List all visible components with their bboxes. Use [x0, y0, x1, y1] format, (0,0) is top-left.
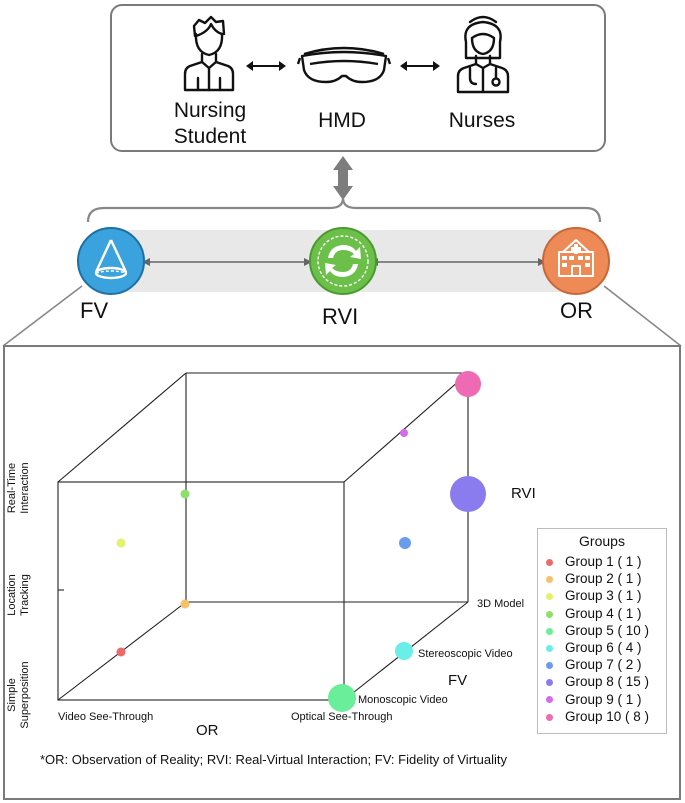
groups-legend: Groups Group 1 ( 1 ) Group 2 ( 1 ) Group…: [537, 528, 667, 734]
nurses-label: Nurses: [448, 109, 516, 132]
legend-item-group-9: Group 9 ( 1 ): [538, 691, 666, 708]
double-arrow-icon: [246, 61, 286, 71]
hmd-headset-icon: [296, 46, 392, 84]
group-4-point: [180, 489, 190, 499]
legend-item-group-7: Group 7 ( 2 ): [538, 656, 666, 673]
group-8-point: [450, 476, 486, 512]
legend-item-group-1: Group 1 ( 1 ): [538, 553, 666, 570]
footnote: *OR: Observation of Reality; RVI: Real-V…: [40, 752, 507, 767]
fv-node-label: FV: [80, 298, 109, 323]
stereoscopic-video-tick: Stereoscopic Video: [418, 648, 513, 660]
legend-title: Groups: [579, 533, 625, 549]
group-9-point: [400, 429, 408, 437]
fv-node-icon: [77, 227, 145, 295]
legend-item-group-10: Group 10 ( 8 ): [538, 708, 666, 725]
fv-axis-label: FV: [448, 672, 468, 689]
rvi-axis-label: RVI: [511, 485, 536, 502]
student-label: Nursing Student: [173, 99, 247, 148]
monoscopic-video-tick: Monoscopic Video: [358, 694, 448, 706]
3d-model-tick: 3D Model: [477, 598, 525, 610]
legend-item-group-3: Group 3 ( 1 ): [538, 587, 666, 604]
participants-panel: [110, 4, 606, 152]
hospital-icon: [542, 227, 610, 295]
group-2-point: [180, 599, 190, 609]
group-10-point: [455, 371, 481, 397]
video-see-through-tick: Video See-Through: [58, 711, 154, 723]
legend-item-group-6: Group 6 ( 4 ): [538, 639, 666, 656]
legend-item-group-4: Group 4 ( 1 ): [538, 605, 666, 622]
group-1-point: [116, 647, 126, 657]
refresh-icon: [309, 227, 377, 295]
rvi-node-label: RVI: [322, 304, 359, 329]
optical-see-through-tick: Optical See-Through: [291, 711, 393, 723]
double-arrow-icon: [400, 61, 440, 71]
or-node-label: OR: [560, 298, 593, 323]
legend-item-group-2: Group 2 ( 1 ): [538, 570, 666, 587]
nurse-icon: [456, 15, 510, 94]
hmd-label: HMD: [318, 109, 366, 132]
group-6-point: [395, 642, 413, 660]
group-7-point: [399, 537, 411, 549]
group-5-point: [328, 684, 356, 712]
or-axis-label: OR: [196, 722, 219, 739]
student-icon: [183, 15, 235, 92]
group-3-point: [116, 538, 126, 548]
legend-item-group-5: Group 5 ( 10 ): [538, 622, 666, 639]
legend-item-group-8: Group 8 ( 15 ): [538, 673, 666, 690]
